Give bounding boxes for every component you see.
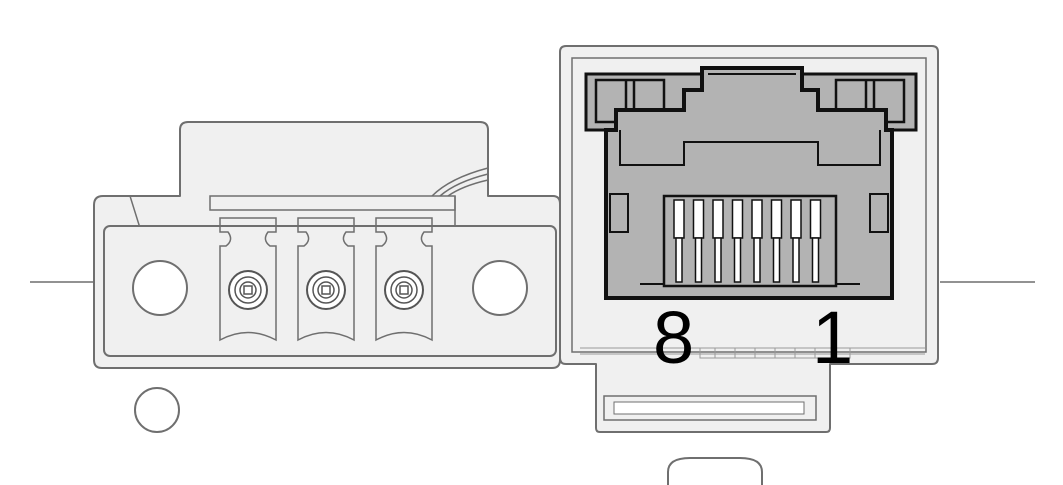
terminal-clamp-outline (297, 217, 355, 342)
screw-slot (399, 285, 409, 295)
screw-inner-ring (234, 276, 262, 304)
contact-pin-lower (733, 237, 742, 283)
contact-pin-upper (692, 199, 705, 239)
wire-bundle (431, 167, 489, 197)
contact-pin-upper (809, 199, 822, 239)
screw-inner-ring (390, 276, 418, 304)
bottom-arc (667, 457, 763, 485)
contact-pin-lower (694, 237, 703, 283)
contact-pin-lower (772, 237, 781, 283)
rj45-module (559, 45, 939, 433)
alignment-pin (134, 387, 180, 433)
label-ridge-strip (580, 347, 925, 359)
contact-pin-lower (714, 237, 722, 283)
contact-pin-upper (790, 199, 802, 239)
rj45-inner-frame (571, 57, 927, 353)
contact-pin-upper (673, 199, 685, 239)
screw-slot (243, 285, 253, 295)
mounting-hole-right (472, 260, 528, 316)
contact-pin-lower (753, 237, 761, 283)
terminal-block-top-rail (209, 195, 456, 211)
contact-pin-upper (731, 199, 744, 239)
bottom-slot-inner (613, 401, 805, 415)
screw-terminal-2 (297, 217, 355, 342)
contact-pin-upper (751, 199, 763, 239)
contact-pin-upper (770, 199, 783, 239)
contact-pin-upper (712, 199, 724, 239)
screw-terminal-3 (375, 217, 433, 342)
rj45-contacts (673, 199, 822, 283)
contact-pin-lower (811, 237, 820, 283)
mounting-hole-left (132, 260, 188, 316)
terminal-clamp-outline (375, 217, 433, 342)
contact-pin-lower (792, 237, 800, 283)
pin-label-1: 1 (812, 296, 853, 379)
housing-notch-left (129, 195, 141, 229)
jack-inner-step (619, 130, 881, 166)
contact-area (662, 194, 838, 288)
terminal-clamp-outline (219, 217, 277, 342)
screw-head (239, 281, 257, 299)
jack-side-key-right (869, 193, 889, 233)
screw-inner-ring (312, 276, 340, 304)
terminal-block (93, 121, 561, 369)
contact-pin-lower (675, 237, 683, 283)
screw-terminal-1 (219, 217, 277, 342)
screw-slot (321, 285, 331, 295)
screw-head (317, 281, 335, 299)
screw-head (395, 281, 413, 299)
jack-side-key-left (609, 193, 629, 233)
pin-label-8: 8 (653, 296, 694, 379)
